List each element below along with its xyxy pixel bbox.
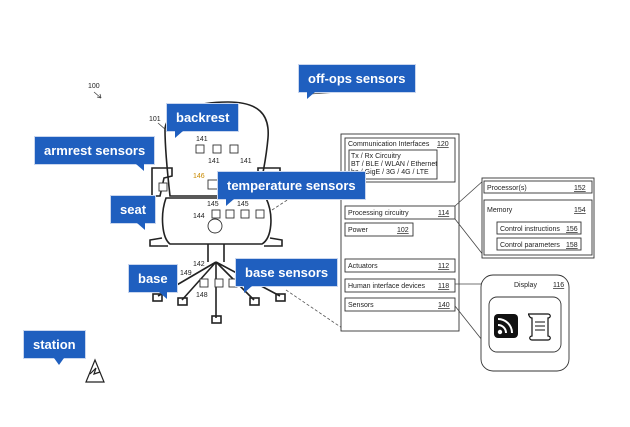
power-label: Power bbox=[348, 227, 369, 234]
hid-label: Human interface devices bbox=[348, 283, 426, 290]
processing-box bbox=[344, 205, 456, 220]
ref-145-a: 145 bbox=[207, 201, 219, 208]
ref-148: 148 bbox=[196, 292, 208, 299]
backrest-sensor bbox=[229, 144, 239, 154]
control-parameters-label: Control parameters bbox=[500, 242, 560, 249]
system-block: Communication Interfaces 120 Tx / Rx Cir… bbox=[340, 133, 460, 332]
control-instructions-label: Control instructions bbox=[500, 226, 560, 233]
scroll-icon bbox=[527, 313, 551, 341]
callout-station: station bbox=[23, 330, 86, 365]
power-num: 102 bbox=[397, 227, 409, 234]
comm-line: BT / BLE / WLAN / Ethernet bbox=[351, 161, 437, 168]
display-num: 116 bbox=[553, 282, 564, 289]
comm-interfaces-label: Communication Interfaces bbox=[348, 141, 430, 148]
ref-100-arrow bbox=[93, 91, 102, 99]
armrest-sensor bbox=[158, 182, 168, 192]
seat-sensor bbox=[255, 209, 265, 219]
processor-num: 152 bbox=[574, 185, 586, 192]
ref-142: 142 bbox=[193, 261, 205, 268]
ref-101: 101 bbox=[149, 116, 161, 123]
sensors-num: 140 bbox=[438, 302, 450, 309]
seat-sensor bbox=[211, 209, 221, 219]
control-instructions-box bbox=[496, 221, 582, 235]
ref-141-a: 141 bbox=[196, 136, 208, 143]
ref-145-b: 145 bbox=[237, 201, 249, 208]
callout-seat: seat bbox=[110, 195, 157, 230]
callout-off-ops-sensors: off-ops sensors bbox=[298, 64, 416, 99]
actuators-label: Actuators bbox=[348, 263, 378, 270]
base-sensor bbox=[199, 278, 209, 288]
base-sensor bbox=[214, 278, 224, 288]
ref-149: 149 bbox=[180, 270, 192, 277]
chair-base bbox=[157, 261, 281, 318]
control-instructions-num: 156 bbox=[566, 226, 578, 233]
power-box bbox=[344, 222, 414, 237]
backrest-sensor bbox=[195, 144, 205, 154]
ref-141-c: 141 bbox=[240, 158, 252, 165]
actuators-box bbox=[344, 258, 456, 273]
seat-center-sensor bbox=[207, 218, 223, 234]
backrest-sensor bbox=[212, 144, 222, 154]
callout-temperature-sensors: temperature sensors bbox=[217, 171, 366, 206]
comm-line: be / GigE / 3G / 4G / LTE bbox=[351, 169, 429, 176]
ref-146: 146 bbox=[193, 173, 205, 180]
callout-base: base bbox=[128, 264, 178, 299]
seat-sensor bbox=[225, 209, 235, 219]
callout-base-sensors: base sensors bbox=[235, 258, 339, 293]
callout-armrest-sensors: armrest sensors bbox=[34, 136, 156, 171]
actuators-num: 112 bbox=[438, 263, 449, 270]
station-icon bbox=[85, 358, 105, 383]
comm-interfaces-num: 120 bbox=[437, 141, 449, 148]
control-parameters-num: 158 bbox=[566, 242, 578, 249]
sensors-box bbox=[344, 297, 456, 312]
chair-drawing: 101 141 141 141 146 145 145 144 142 bbox=[149, 101, 286, 324]
processing-label: Processing circuitry bbox=[348, 210, 409, 217]
processor-box bbox=[483, 180, 593, 194]
processor-label: Processor(s) bbox=[487, 185, 527, 192]
callout-backrest: backrest bbox=[166, 103, 240, 138]
seat-sensor bbox=[240, 209, 250, 219]
rss-icon bbox=[494, 314, 518, 338]
chair-column bbox=[207, 244, 225, 262]
memory-label: Memory bbox=[487, 207, 513, 214]
display-device: Display 116 bbox=[480, 274, 570, 372]
hid-num: 118 bbox=[438, 283, 449, 290]
ref-141-b: 141 bbox=[208, 158, 220, 165]
display-label: Display bbox=[514, 282, 537, 289]
ref-144: 144 bbox=[193, 213, 205, 220]
ref-100: 100 bbox=[88, 83, 100, 90]
processor-block: Processor(s) 152 Memory 154 Control inst… bbox=[481, 177, 595, 259]
comm-line: Tx / Rx Circuitry bbox=[351, 153, 401, 160]
memory-num: 154 bbox=[574, 207, 586, 214]
seat-outline bbox=[161, 197, 272, 245]
sensors-label: Sensors bbox=[348, 302, 374, 309]
hid-box bbox=[344, 278, 456, 293]
processing-num: 114 bbox=[438, 210, 449, 217]
control-parameters-box bbox=[496, 237, 582, 251]
